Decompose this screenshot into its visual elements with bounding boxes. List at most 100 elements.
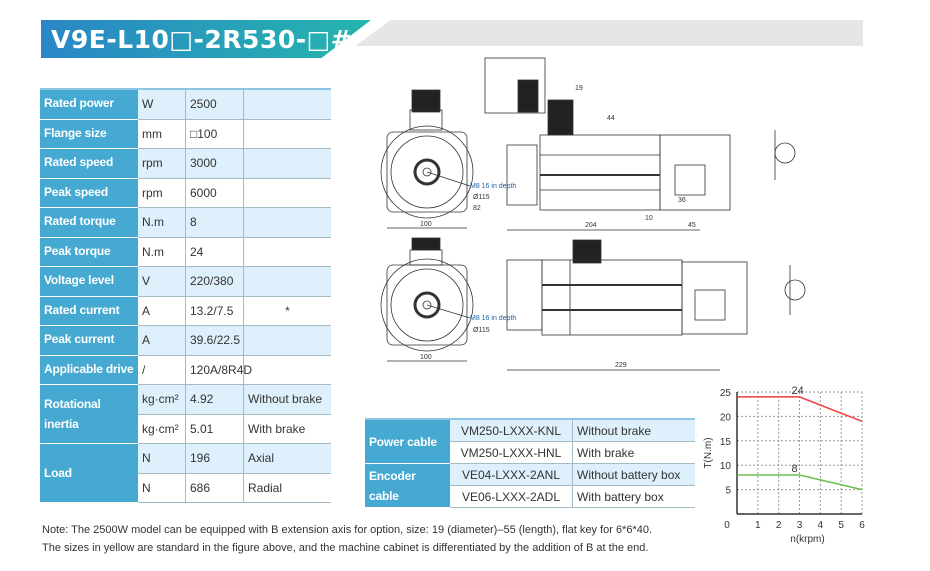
spec-note: [244, 120, 331, 149]
shaft-label: 45: [688, 222, 696, 229]
cable-table-top-rule: [365, 418, 695, 420]
d36-label: 36: [678, 197, 686, 204]
note-line-1: Note: The 2500W model can be equipped wi…: [42, 524, 653, 536]
spec-label: Peak current: [40, 326, 138, 356]
dia-label-b: Ø115: [473, 327, 490, 334]
spec-unit: A: [138, 326, 186, 356]
load-value: 686: [186, 473, 244, 503]
load-note: Radial: [244, 474, 331, 503]
spec-unit: N.m: [138, 208, 186, 238]
cable-desc: With battery box: [573, 486, 695, 508]
x-tick-label: 0: [724, 520, 730, 531]
data-label-rated: 8: [792, 463, 798, 475]
spec-value: 120A/8R4D: [186, 355, 252, 385]
spec-value: □100: [186, 119, 244, 149]
spec-note: [244, 208, 331, 238]
spec-note: [244, 356, 331, 385]
load-value: 196: [186, 444, 244, 474]
y-tick-label: 5: [725, 486, 731, 497]
cable-model: VE06-LXXX-2ADL: [450, 486, 573, 508]
x-tick-label: 3: [797, 520, 803, 531]
series-line-peak: [737, 396, 863, 422]
x-axis-label: n(krpm): [790, 534, 824, 545]
x-tick-label: 6: [859, 520, 865, 531]
inertia-value: 4.92: [186, 385, 244, 415]
inertia-value: 5.01: [186, 414, 244, 444]
spec-label: Rated torque: [40, 208, 138, 238]
spec-unit: N.m: [138, 237, 186, 267]
series-line-rated: [737, 474, 863, 491]
spec-value: 39.6/22.5: [186, 326, 244, 356]
spec-unit: V: [138, 267, 186, 297]
spec-unit: mm: [138, 119, 186, 149]
spec-note: *: [244, 297, 331, 326]
x-tick-label: 4: [818, 520, 824, 531]
spec-note: [244, 238, 331, 267]
front-view-top: [380, 89, 474, 229]
spec-label: Peak torque: [40, 237, 138, 267]
y-tick-label: 15: [720, 437, 732, 448]
cable-model: VM250-LXXX-HNL: [450, 442, 573, 464]
hole-label-top: M8 16 in depth: [470, 183, 516, 190]
spec-unit: /: [138, 355, 186, 385]
hole-label-bottom: M8 16 in depth: [470, 315, 516, 322]
spec-value: 2500: [186, 90, 244, 120]
x-tick-label: 5: [838, 520, 844, 531]
inertia-label: Rotational inertia: [40, 385, 138, 444]
y-tick-label: 25: [720, 388, 732, 399]
spec-value: 8: [186, 208, 244, 238]
load-note: Axial: [244, 444, 331, 474]
load-unit: N: [138, 444, 186, 474]
inertia-unit: kg·cm²: [138, 385, 186, 415]
torque-speed-chart: 0 1 2 3 4 5 6 5 10 15 20 25 24 8 n(krpm) T(N.m): [703, 385, 865, 545]
dia2-label: 82: [473, 205, 481, 212]
cable-model: VM250-LXXX-KNL: [450, 420, 573, 442]
front-view-bottom: [380, 237, 474, 362]
spec-label: Flange size: [40, 119, 138, 149]
spec-label: Voltage level: [40, 267, 138, 297]
model-title: V9E-L10□-2R530-□#: [51, 25, 353, 54]
cable-type-label: Power cable: [365, 420, 450, 464]
load-label: Load: [40, 444, 138, 503]
y-tick-label: 20: [720, 412, 732, 423]
spec-note: [244, 179, 331, 208]
spec-value: 220/380: [186, 267, 244, 297]
load-unit: N: [138, 473, 186, 503]
d19-label: 19: [575, 85, 583, 92]
data-label-peak: 24: [792, 385, 804, 397]
spec-label: Rated power: [40, 90, 138, 120]
spec-value: 6000: [186, 178, 244, 208]
spec-note: [244, 267, 331, 297]
spec-note: [244, 149, 331, 179]
inertia-unit: kg·cm²: [138, 414, 186, 444]
inertia-note: Without brake: [244, 385, 331, 415]
y-axis-label: T(N.m): [703, 437, 714, 468]
header-band: [355, 20, 863, 46]
spec-label: Applicable drive: [40, 355, 138, 385]
note-line-2: The sizes in yellow are standard in the …: [42, 542, 649, 554]
length-label-bottom: 229: [615, 362, 627, 369]
cable-desc: With brake: [573, 442, 695, 464]
title-banner: V9E-L10□-2R530-□#: [41, 20, 371, 58]
spec-unit: rpm: [138, 178, 186, 208]
x-tick-label: 1: [755, 520, 761, 531]
d44-label: 44: [607, 115, 615, 122]
spec-note: [244, 90, 331, 120]
width-label-b: 100: [420, 354, 432, 361]
dia-label: Ø115: [473, 194, 490, 201]
length-label-top: 204: [585, 222, 597, 229]
table-top-rule: [40, 88, 331, 90]
x-tick-label: 2: [776, 520, 782, 531]
side-view-bottom: [506, 239, 806, 371]
width-label: 100: [420, 221, 432, 228]
spec-value: 13.2/7.5: [186, 296, 244, 326]
motor-dimension-drawing: M8 16 in depth M8 16 in depth Ø115 82 Ø1…: [380, 57, 806, 371]
spec-unit: A: [138, 296, 186, 326]
spec-label: Rated speed: [40, 149, 138, 179]
spec-unit: rpm: [138, 149, 186, 179]
cable-type-label: Encoder cable: [365, 464, 450, 508]
inertia-note: With brake: [244, 415, 331, 444]
y-tick-label: 10: [720, 461, 732, 472]
cable-desc: Without brake: [573, 420, 695, 442]
spec-label: Rated current: [40, 296, 138, 326]
